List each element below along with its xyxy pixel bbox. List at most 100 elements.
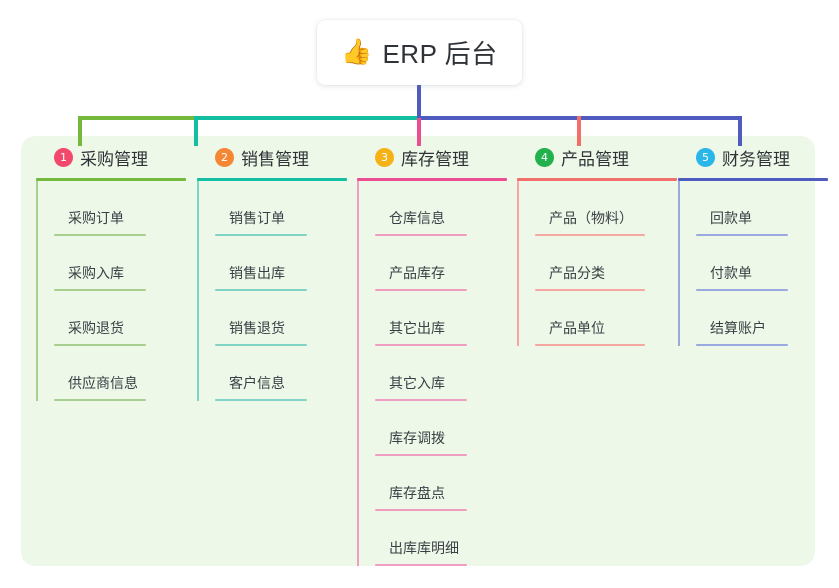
leaf-label: 仓库信息 — [389, 210, 445, 226]
branch-spine-5 — [678, 181, 680, 346]
branch-header-rule-3 — [357, 178, 507, 181]
leaf-node[interactable]: 库存盘点 — [375, 456, 507, 511]
drop-connector-3 — [417, 116, 421, 146]
leaf-label: 销售订单 — [229, 210, 285, 226]
leaf-rule — [696, 234, 788, 236]
branch-spine-2 — [197, 181, 199, 401]
branch-title-1: 采购管理 — [80, 149, 148, 169]
branch-leaf-list-4: 产品（物料） 产品分类产品单位 — [517, 181, 677, 346]
leaf-rule — [375, 454, 467, 456]
leaf-label: 结算账户 — [710, 320, 766, 336]
branch-header-1[interactable]: 1 采购管理 — [36, 144, 186, 170]
branch-header-rule-2 — [197, 178, 347, 181]
leaf-node[interactable]: 销售出库 — [215, 236, 347, 291]
branch-header-4[interactable]: 4 产品管理 — [517, 144, 677, 170]
leaf-label: 销售退货 — [229, 320, 285, 336]
branch-title-3: 库存管理 — [401, 149, 469, 169]
branch-header-rule-4 — [517, 178, 677, 181]
branch-badge-1: 1 — [54, 147, 73, 167]
leaf-label: 客户信息 — [229, 375, 285, 391]
leaf-rule — [54, 399, 146, 401]
leaf-label: 回款单 — [710, 210, 752, 226]
leaf-rule — [535, 234, 645, 236]
leaf-label: 其它入库 — [389, 375, 445, 391]
leaf-rule — [535, 344, 645, 346]
drop-connector-4 — [577, 116, 581, 146]
branch-header-rule-1 — [36, 178, 186, 181]
leaf-node[interactable]: 产品分类 — [535, 236, 677, 291]
leaf-label: 库存调拨 — [389, 430, 445, 446]
leaf-node[interactable]: 产品单位 — [535, 291, 677, 346]
leaf-rule — [215, 234, 307, 236]
drop-connector-1 — [78, 116, 82, 146]
leaf-label: 销售出库 — [229, 265, 285, 281]
branch-column-1: 1 采购管理采购订单采购入库采购退货供应商信息 — [36, 144, 186, 401]
leaf-node[interactable]: 库存调拨 — [375, 401, 507, 456]
branch-spine-1 — [36, 181, 38, 401]
leaf-label: 付款单 — [710, 265, 752, 281]
leaf-node[interactable]: 回款单 — [696, 181, 828, 236]
root-node-title: ERP 后台 — [382, 39, 498, 69]
leaf-node[interactable]: 客户信息 — [215, 346, 347, 401]
branch-column-3: 3 库存管理仓库信息产品库存其它出库其它入库库存调拨库存盘点出库库明细 — [357, 144, 507, 566]
leaf-node[interactable]: 采购订单 — [54, 181, 186, 236]
leaf-rule — [375, 234, 467, 236]
drop-connector-5 — [738, 116, 742, 146]
leaf-rule — [54, 344, 146, 346]
root-node-card[interactable]: 👍 ERP 后台 — [317, 20, 522, 85]
leaf-node[interactable]: 其它出库 — [375, 291, 507, 346]
leaf-rule — [375, 509, 467, 511]
leaf-node[interactable]: 采购入库 — [54, 236, 186, 291]
branch-column-4: 4 产品管理产品（物料） 产品分类产品单位 — [517, 144, 677, 346]
leaf-rule — [696, 289, 788, 291]
diagram-panel — [21, 136, 815, 566]
leaf-node[interactable]: 出库库明细 — [375, 511, 507, 566]
leaf-node[interactable]: 销售退货 — [215, 291, 347, 346]
branch-header-3[interactable]: 3 库存管理 — [357, 144, 507, 170]
leaf-label: 产品（物料） — [549, 210, 633, 226]
branch-badge-4: 4 — [535, 147, 554, 167]
leaf-node[interactable]: 供应商信息 — [54, 346, 186, 401]
root-stem-connector — [417, 83, 421, 118]
branch-leaf-list-1: 采购订单采购入库采购退货供应商信息 — [36, 181, 186, 401]
leaf-rule — [54, 289, 146, 291]
leaf-label: 其它出库 — [389, 320, 445, 336]
leaf-label: 产品库存 — [389, 265, 445, 281]
branch-leaf-list-3: 仓库信息产品库存其它出库其它入库库存调拨库存盘点出库库明细 — [357, 181, 507, 566]
branch-badge-2: 2 — [215, 147, 234, 167]
branch-leaf-list-2: 销售订单销售出库销售退货客户信息 — [197, 181, 347, 401]
leaf-label: 产品单位 — [549, 320, 605, 336]
leaf-rule — [375, 344, 467, 346]
leaf-label: 产品分类 — [549, 265, 605, 281]
leaf-node[interactable]: 结算账户 — [696, 291, 828, 346]
leaf-rule — [375, 399, 467, 401]
leaf-rule — [375, 289, 467, 291]
leaf-label: 采购退货 — [68, 320, 124, 336]
branch-title-4: 产品管理 — [561, 149, 629, 169]
leaf-node[interactable]: 仓库信息 — [375, 181, 507, 236]
leaf-node[interactable]: 产品库存 — [375, 236, 507, 291]
leaf-label: 采购入库 — [68, 265, 124, 281]
leaf-node[interactable]: 销售订单 — [215, 181, 347, 236]
leaf-rule — [375, 564, 467, 566]
branch-spine-4 — [517, 181, 519, 346]
leaf-label: 供应商信息 — [68, 375, 138, 391]
leaf-node[interactable]: 采购退货 — [54, 291, 186, 346]
leaf-node[interactable]: 其它入库 — [375, 346, 507, 401]
bus-segment-teal — [194, 116, 419, 120]
branch-leaf-list-5: 回款单付款单结算账户 — [678, 181, 828, 346]
drop-connector-2 — [194, 116, 198, 146]
leaf-node[interactable]: 产品（物料） — [535, 181, 677, 236]
leaf-label: 出库库明细 — [389, 540, 459, 556]
leaf-rule — [54, 234, 146, 236]
leaf-node[interactable]: 付款单 — [696, 236, 828, 291]
leaf-rule — [215, 399, 307, 401]
branch-badge-3: 3 — [375, 147, 394, 167]
leaf-rule — [215, 289, 307, 291]
branch-title-5: 财务管理 — [722, 149, 790, 169]
branch-spine-3 — [357, 181, 359, 566]
